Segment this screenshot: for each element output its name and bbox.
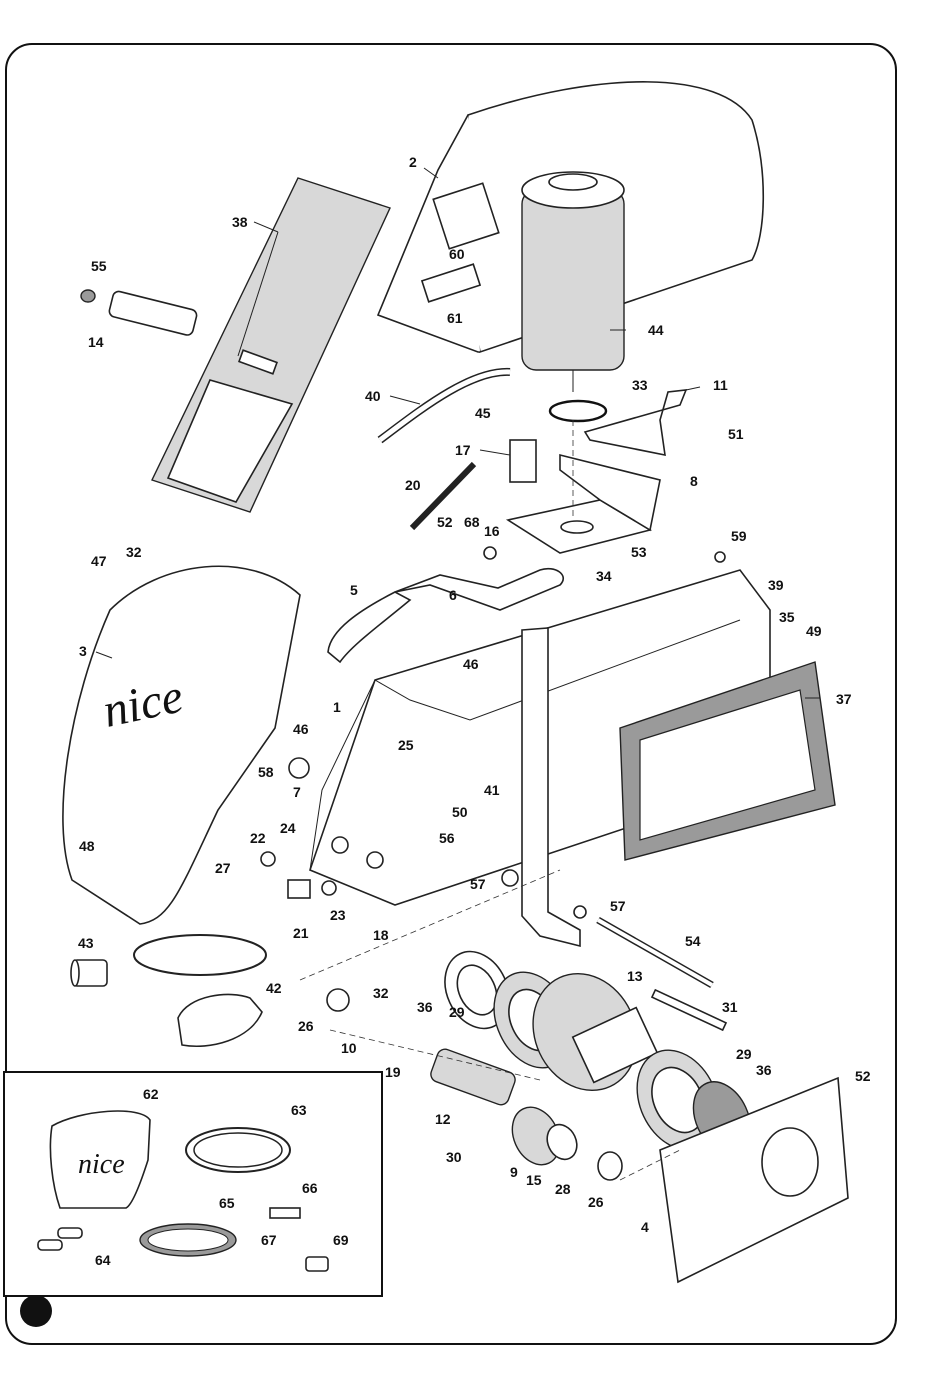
label-38: 38 xyxy=(232,214,248,230)
label-4: 4 xyxy=(641,1219,649,1235)
label-7: 7 xyxy=(293,784,301,800)
label-55: 55 xyxy=(91,258,107,274)
label-8: 8 xyxy=(690,473,698,489)
label-54: 54 xyxy=(685,933,701,949)
label-26-b: 26 xyxy=(588,1194,604,1210)
label-37: 37 xyxy=(836,691,852,707)
label-22: 22 xyxy=(250,830,266,846)
label-67: 67 xyxy=(261,1232,277,1248)
accessories-kit-box: nice xyxy=(4,1072,382,1296)
label-24: 24 xyxy=(280,820,296,836)
label-15: 15 xyxy=(526,1172,542,1188)
label-17: 17 xyxy=(455,442,471,458)
label-52: 52 xyxy=(437,514,453,530)
part-43-bushing xyxy=(71,960,107,986)
label-1: 1 xyxy=(333,699,341,715)
part-11-bracket xyxy=(585,390,686,455)
label-10: 10 xyxy=(341,1040,357,1056)
label-46: 46 xyxy=(463,656,479,672)
label-32-b: 32 xyxy=(373,985,389,1001)
label-53: 53 xyxy=(631,544,647,560)
label-42: 42 xyxy=(266,980,282,996)
label-32: 32 xyxy=(126,544,142,560)
part-27-cable xyxy=(134,935,266,975)
part-38-board xyxy=(152,178,390,512)
label-23: 23 xyxy=(330,907,346,923)
label-45: 45 xyxy=(475,405,491,421)
label-57-b: 57 xyxy=(610,898,626,914)
label-9: 9 xyxy=(510,1164,518,1180)
label-61: 61 xyxy=(447,310,463,326)
label-30: 30 xyxy=(446,1149,462,1165)
label-46-b: 46 xyxy=(293,721,309,737)
label-49: 49 xyxy=(806,623,822,639)
label-50: 50 xyxy=(452,804,468,820)
label-19: 19 xyxy=(385,1064,401,1080)
label-43: 43 xyxy=(78,935,94,951)
label-28: 28 xyxy=(555,1181,571,1197)
label-34: 34 xyxy=(596,568,612,584)
part-42-release-key xyxy=(178,994,262,1046)
label-44: 44 xyxy=(648,322,664,338)
label-39: 39 xyxy=(768,577,784,593)
label-51: 51 xyxy=(728,426,744,442)
label-14: 14 xyxy=(88,334,104,350)
label-35: 35 xyxy=(779,609,795,625)
kit-logo-text: nice xyxy=(78,1149,125,1180)
label-56: 56 xyxy=(439,830,455,846)
label-58: 58 xyxy=(258,764,274,780)
label-31: 31 xyxy=(722,999,738,1015)
label-13: 13 xyxy=(627,968,643,984)
label-48: 48 xyxy=(79,838,95,854)
label-47: 47 xyxy=(91,553,107,569)
label-36-b: 36 xyxy=(756,1062,772,1078)
label-25: 25 xyxy=(398,737,414,753)
label-62: 62 xyxy=(143,1086,159,1102)
label-65: 65 xyxy=(219,1195,235,1211)
label-3: 3 xyxy=(79,643,87,659)
label-5: 5 xyxy=(350,582,358,598)
label-16: 16 xyxy=(484,523,500,539)
part-44-motor xyxy=(522,172,624,392)
label-12: 12 xyxy=(435,1111,451,1127)
part-33-oring xyxy=(550,401,606,421)
label-63: 63 xyxy=(291,1102,307,1118)
label-27: 27 xyxy=(215,860,231,876)
label-21: 21 xyxy=(293,925,309,941)
label-2: 2 xyxy=(409,154,417,170)
label-57: 57 xyxy=(470,876,486,892)
page-marker-dot xyxy=(20,1295,52,1327)
part-3-side-cover: nice xyxy=(63,566,300,924)
label-11: 11 xyxy=(713,377,728,393)
label-64: 64 xyxy=(95,1252,111,1268)
label-33: 33 xyxy=(632,377,648,393)
label-40: 40 xyxy=(365,388,381,404)
label-59: 59 xyxy=(731,528,747,544)
label-60: 60 xyxy=(449,246,465,262)
label-18: 18 xyxy=(373,927,389,943)
label-66: 66 xyxy=(302,1180,318,1196)
part-17-microswitch xyxy=(510,440,536,482)
part-31-key xyxy=(652,990,726,1030)
label-20: 20 xyxy=(405,477,421,493)
label-41: 41 xyxy=(484,782,500,798)
part-14-pin-assembly xyxy=(81,290,198,336)
label-6: 6 xyxy=(449,587,457,603)
label-68: 68 xyxy=(464,514,480,530)
label-69: 69 xyxy=(333,1232,349,1248)
label-52-b: 52 xyxy=(855,1068,871,1084)
label-36: 36 xyxy=(417,999,433,1015)
label-26: 26 xyxy=(298,1018,314,1034)
label-29-b: 29 xyxy=(736,1046,752,1062)
label-29: 29 xyxy=(449,1004,465,1020)
